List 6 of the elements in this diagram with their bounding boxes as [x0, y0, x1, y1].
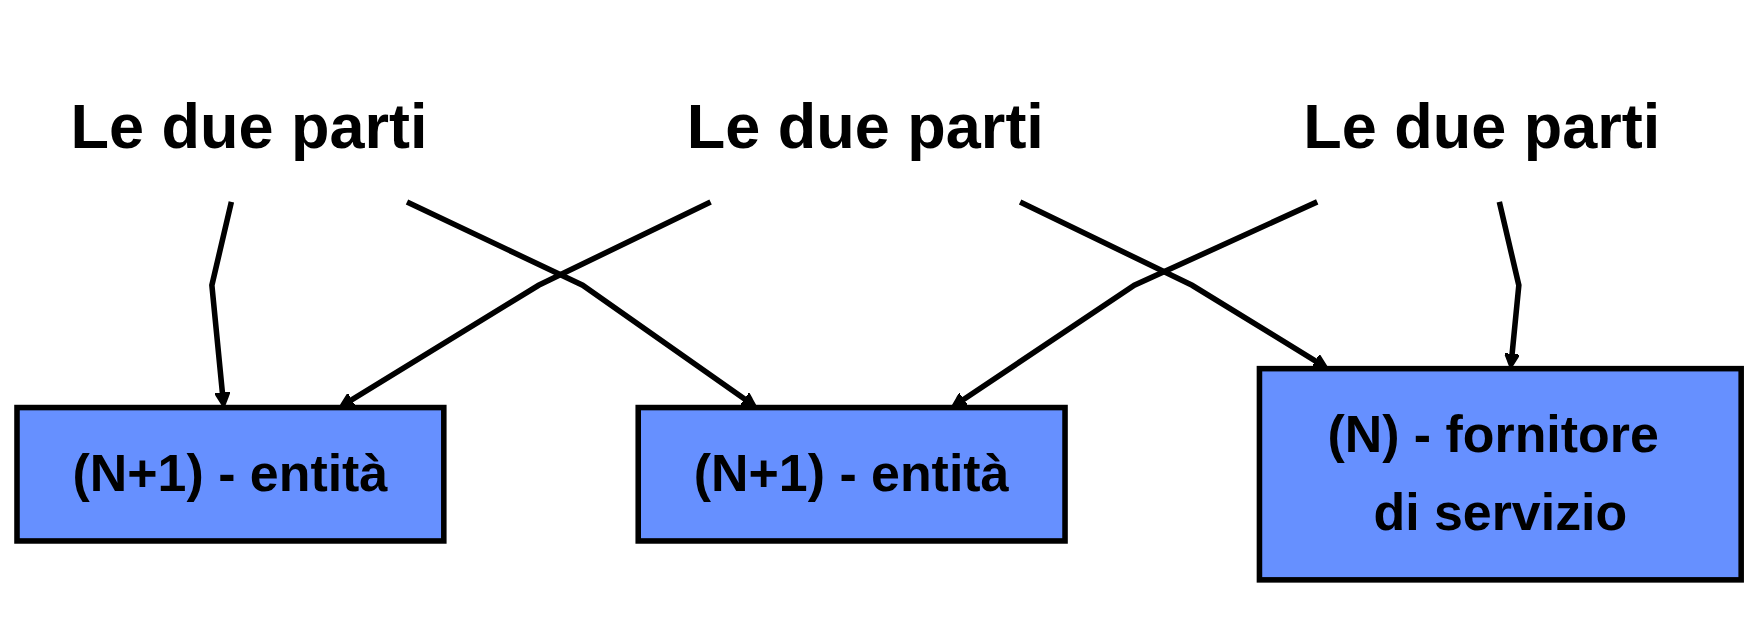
- node-text: Le due parti: [70, 90, 428, 161]
- node-box: (N) - fornitore di servizio: [1256, 365, 1744, 583]
- node-box: (N+1) - entità: [635, 404, 1068, 544]
- node-text: Le due parti: [1303, 90, 1661, 161]
- node-text: Le due parti: [686, 90, 1044, 161]
- node-box: (N+1) - entità: [14, 404, 447, 544]
